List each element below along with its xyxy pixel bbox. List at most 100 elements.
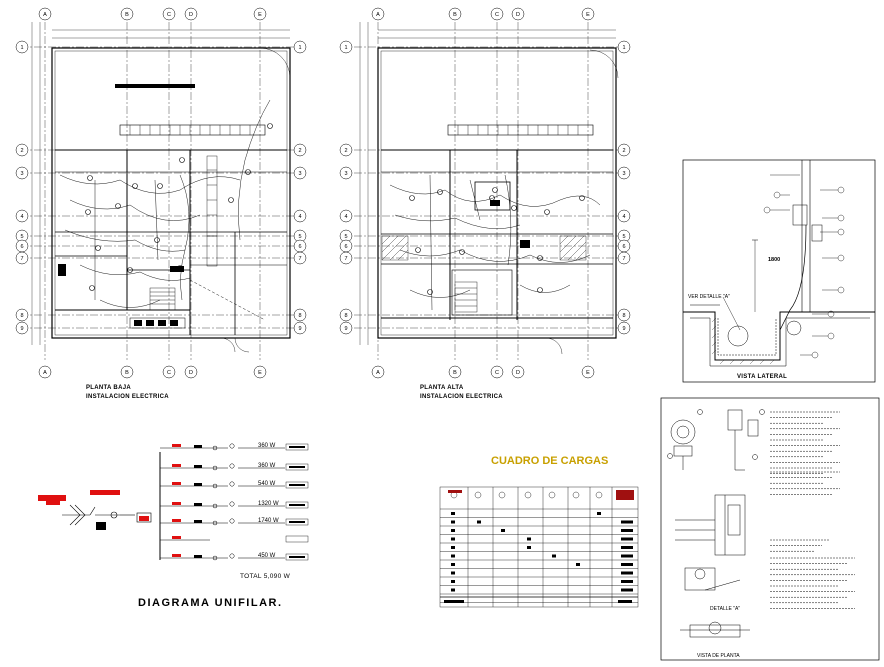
circuit-switch [194,503,202,506]
ground-axis-number: 7 [20,256,23,262]
load-table-cell-mark [621,588,633,592]
upper-axis-bubble-row [617,308,631,322]
upper-axis-number: 9 [622,326,625,332]
circuit-breaker-mark [172,482,181,485]
load-table-cell-mark [451,512,455,515]
ground-axis-number: 9 [298,326,301,332]
circuit-load-icon [229,443,235,449]
ground-axis-bubble-row [293,308,307,322]
load-table-cell-mark [451,537,455,541]
circuit-node [212,555,218,561]
circuit-node [212,445,218,451]
ground-axis-bubble-col [253,7,267,21]
circuit-breaker-mark [172,502,181,505]
load-table-cell-mark [451,588,455,592]
circuit-switch [194,465,202,468]
upper-axis-number: 4 [344,214,347,220]
circuit-node [212,483,218,489]
circuit-watts: 360 W [258,443,276,449]
ground-axis-number: 1 [298,45,301,51]
load-table-cell-mark [451,571,455,575]
load-table-cell-mark [621,529,633,532]
ground-axis-number: 9 [20,326,23,332]
upper-axis-bubble-row [617,143,631,157]
ground-axis-letter: D [189,370,193,376]
load-table-header-icon [572,491,580,499]
load-table-cell-mark [451,554,455,558]
load-table-total-label [444,600,464,603]
ground-axis-bubble-col [184,7,198,21]
upper-axis-letter: E [586,370,590,376]
upper-axis-number: 8 [344,313,347,319]
ground-axis-bubble-row [293,166,307,180]
circuit-breaker-mark [172,464,181,467]
circuit-switch [194,445,202,448]
upper-axis-bubble-col [448,365,462,379]
circuit-watts: 360 W [258,463,276,469]
circuit-node [212,465,218,471]
circuit-watts: 450 W [258,553,276,559]
upper-axis-bubble-col [448,7,462,21]
load-table-title: CUADRO DE CARGAS [491,455,608,467]
upper-axis-letter: C [495,12,499,18]
ground-axis-bubble-col [120,365,134,379]
upper-axis-bubble-row [339,166,353,180]
upper-axis-number: 3 [622,171,625,177]
load-table [439,486,639,608]
plan-ground-title-1: PLANTA BAJA [86,385,131,391]
ground-axis-bubble-row [15,143,29,157]
circuit-load-icon [229,553,235,559]
circuit-label-mark [289,556,305,558]
upper-axis-bubble-row [617,40,631,54]
ground-axis-bubble-row [15,40,29,54]
circuit-switch [194,520,202,523]
ground-axis-number: 2 [298,148,301,154]
ground-axis-letter: E [258,370,262,376]
upper-axis-number: 5 [344,234,347,240]
load-table-header-icon [548,491,556,499]
upper-axis-letter: A [376,12,380,18]
upper-axis-bubble-col [581,365,595,379]
upper-axis-bubble-row [339,209,353,223]
ground-axis-bubble-col [120,7,134,21]
upper-axis-number: 8 [622,313,625,319]
upper-axis-number: 3 [344,171,347,177]
upper-axis-letter: D [516,12,520,18]
load-table-cell-mark [451,529,455,532]
upper-axis-bubble-col [490,365,504,379]
ground-axis-letter: C [167,370,171,376]
upper-axis-bubble-row [339,308,353,322]
load-table-cell-mark [621,537,633,541]
ground-axis-letter: C [167,12,171,18]
load-table-frame [439,486,639,608]
load-table-total-value [618,600,632,603]
ground-axis-bubble-row [15,321,29,335]
upper-axis-number: 6 [622,244,625,250]
load-table-cell-mark [621,580,633,583]
circuit-node [212,503,218,509]
ground-axis-bubble-col [162,7,176,21]
circuit-load-icon [229,518,235,524]
load-table-cell-mark [621,563,633,566]
ground-axis-number: 6 [20,244,23,250]
upper-axis-number: 1 [622,45,625,51]
ground-axis-letter: A [43,370,47,376]
upper-axis-bubble-col [581,7,595,21]
upper-axis-letter: B [453,370,457,376]
circuit-spare-box [285,535,309,543]
load-table-header-icon [524,491,532,499]
circuit-breaker-mark [172,519,181,522]
load-table-cell-mark [621,546,633,549]
ground-axis-bubble-col [162,365,176,379]
ground-axis-number: 2 [20,148,23,154]
upper-axis-bubble-row [339,143,353,157]
upper-axis-bubble-row [339,251,353,265]
upper-axis-number: 6 [344,244,347,250]
upper-axis-number: 2 [344,148,347,154]
ground-axis-bubble-row [293,143,307,157]
upper-axis-number: 4 [622,214,625,220]
load-table-cell-mark [621,520,633,524]
